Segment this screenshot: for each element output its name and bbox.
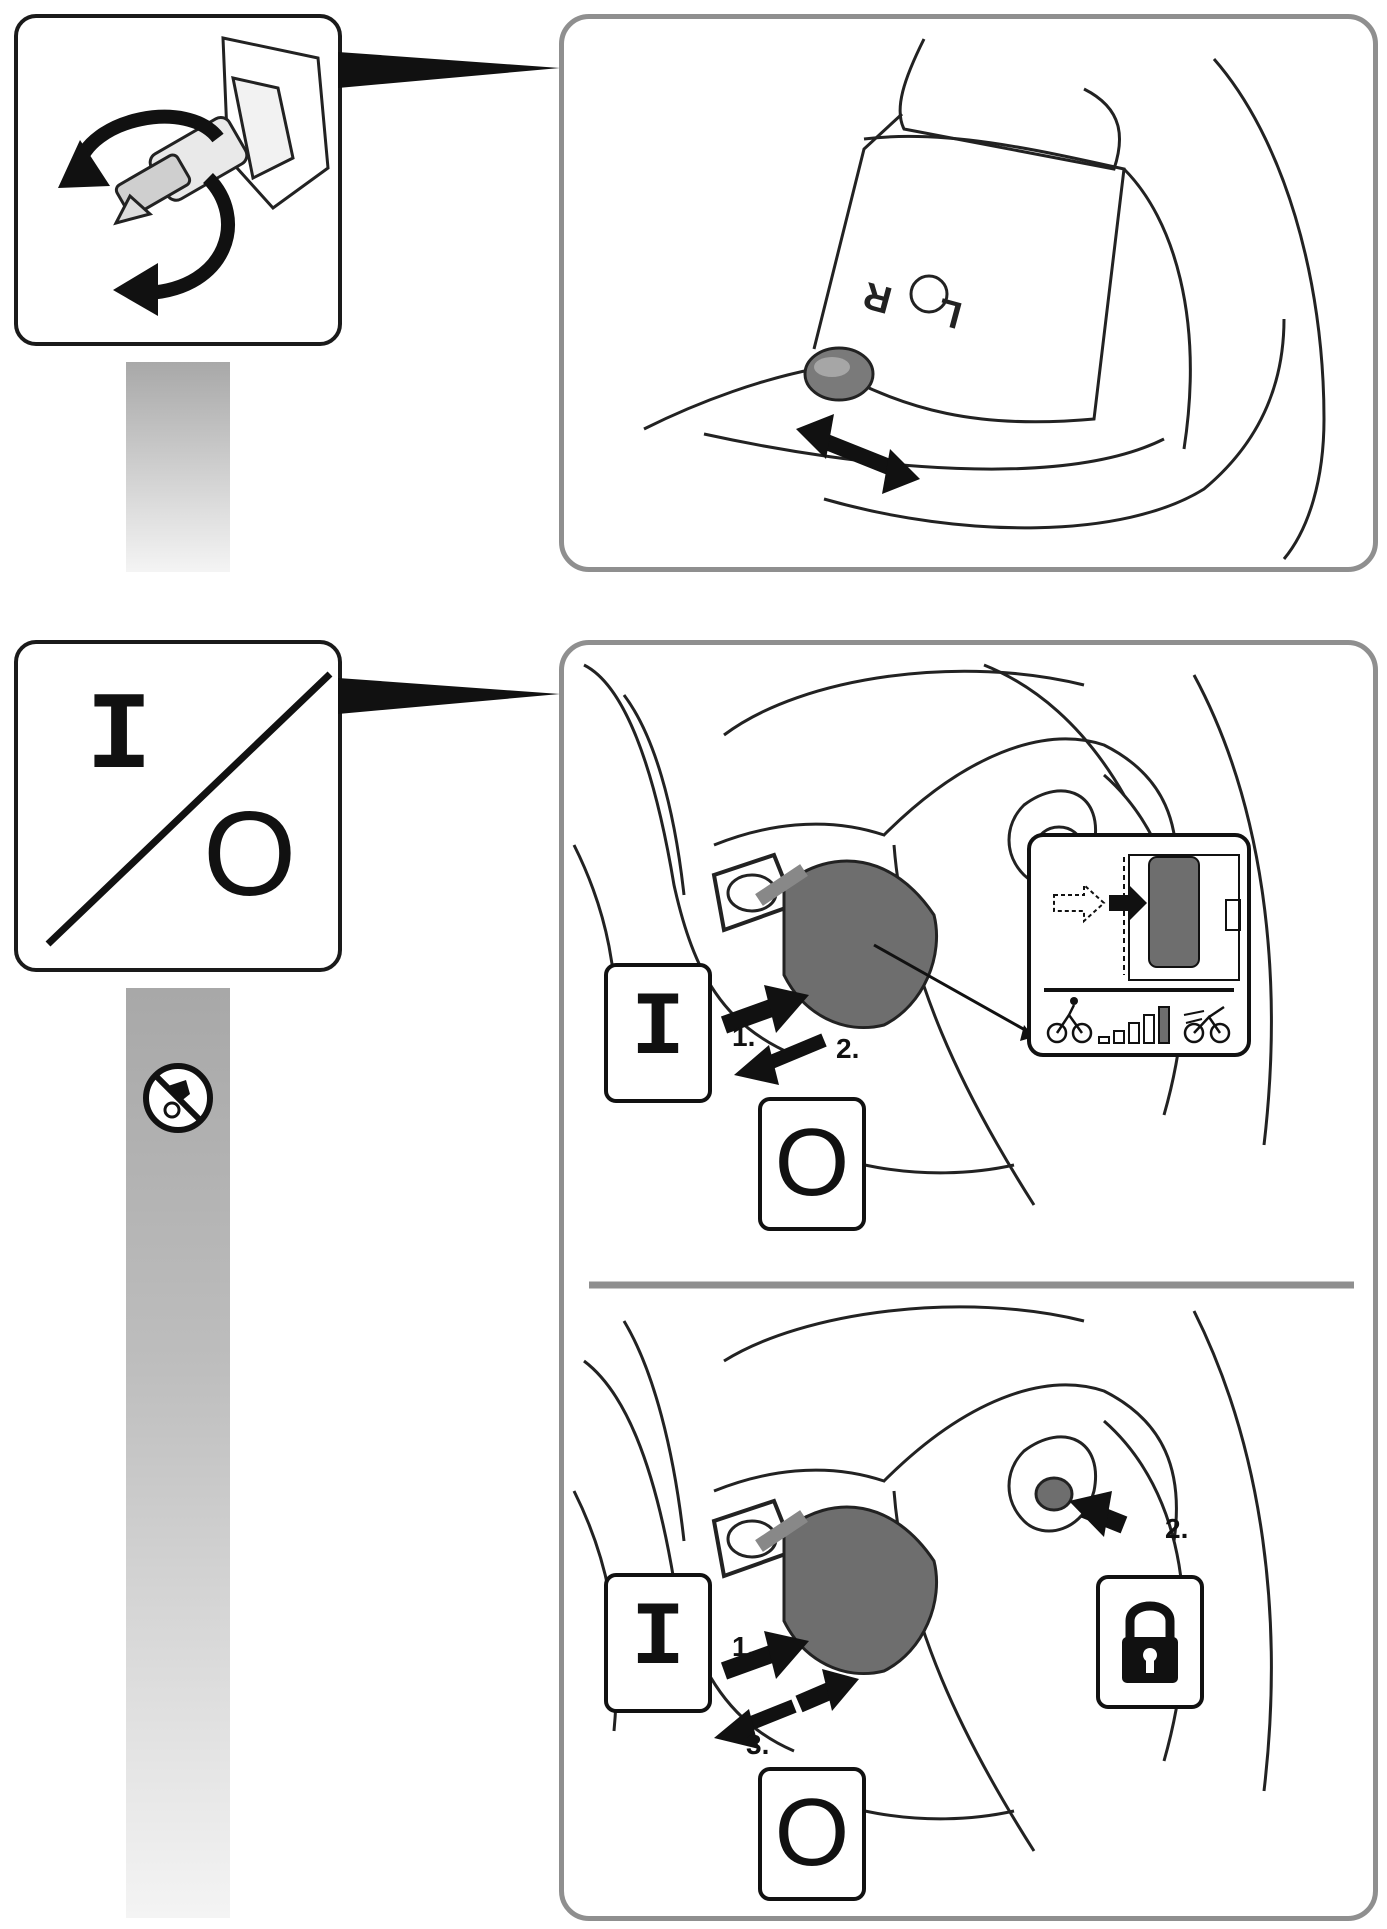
gray-strip xyxy=(126,362,230,572)
push-trigger-arrow-icon xyxy=(720,985,809,1034)
direction-switch-panel: L R xyxy=(559,14,1378,572)
step-1-label: 1. xyxy=(732,1021,756,1052)
switch-right-mark: R xyxy=(859,273,896,321)
no-continuous-operation-icon xyxy=(143,1063,213,1133)
on-symbol-box: I xyxy=(604,1573,712,1713)
gray-strip xyxy=(126,988,230,1918)
lock-symbol-box xyxy=(1096,1575,1204,1709)
lock-icon xyxy=(1122,1601,1178,1683)
on-symbol: I xyxy=(86,676,153,801)
on-symbol-box: I xyxy=(604,963,712,1103)
step-3-label: 3. xyxy=(746,1729,770,1760)
on-symbol: I xyxy=(630,979,685,1081)
off-symbol-box: O xyxy=(758,1767,866,1901)
on-off-panel: I O 1. 2. I O 1. 2. 3. xyxy=(559,640,1378,1921)
off-symbol: O xyxy=(203,787,297,921)
callout-pointer xyxy=(338,678,560,714)
direction-switch-illustration: L R xyxy=(643,38,1326,560)
rotation-direction-icon-box xyxy=(14,14,342,346)
callout-pointer xyxy=(338,52,560,88)
off-symbol: O xyxy=(774,1109,850,1216)
release-trigger-arrow-icon xyxy=(734,1033,827,1085)
on-off-icon-box: I O xyxy=(14,640,342,972)
step-2-label: 2. xyxy=(1165,1513,1189,1544)
on-off-illustration xyxy=(572,663,1354,1852)
on-off-icon: I O xyxy=(18,644,338,968)
release-and-pull-arrow-icon xyxy=(714,1669,859,1749)
step-2-label: 2. xyxy=(836,1033,860,1064)
trigger-switch xyxy=(782,1505,939,1676)
off-symbol-box: O xyxy=(758,1097,866,1231)
rotation-direction-icon xyxy=(58,36,330,316)
push-trigger-arrow-icon xyxy=(720,1631,809,1680)
push-lock-arrow-icon xyxy=(1069,1491,1128,1537)
switch-slide-arrow-icon xyxy=(796,414,920,494)
trigger-switch xyxy=(782,859,939,1030)
speed-preselection-inset xyxy=(1027,833,1251,1057)
on-symbol: I xyxy=(630,1589,685,1691)
switch-left-mark: L xyxy=(933,289,966,336)
off-symbol: O xyxy=(774,1779,850,1886)
lock-button xyxy=(1034,1476,1074,1512)
switch-center-mark-icon xyxy=(909,274,949,314)
step-1-label: 1. xyxy=(732,1631,756,1662)
